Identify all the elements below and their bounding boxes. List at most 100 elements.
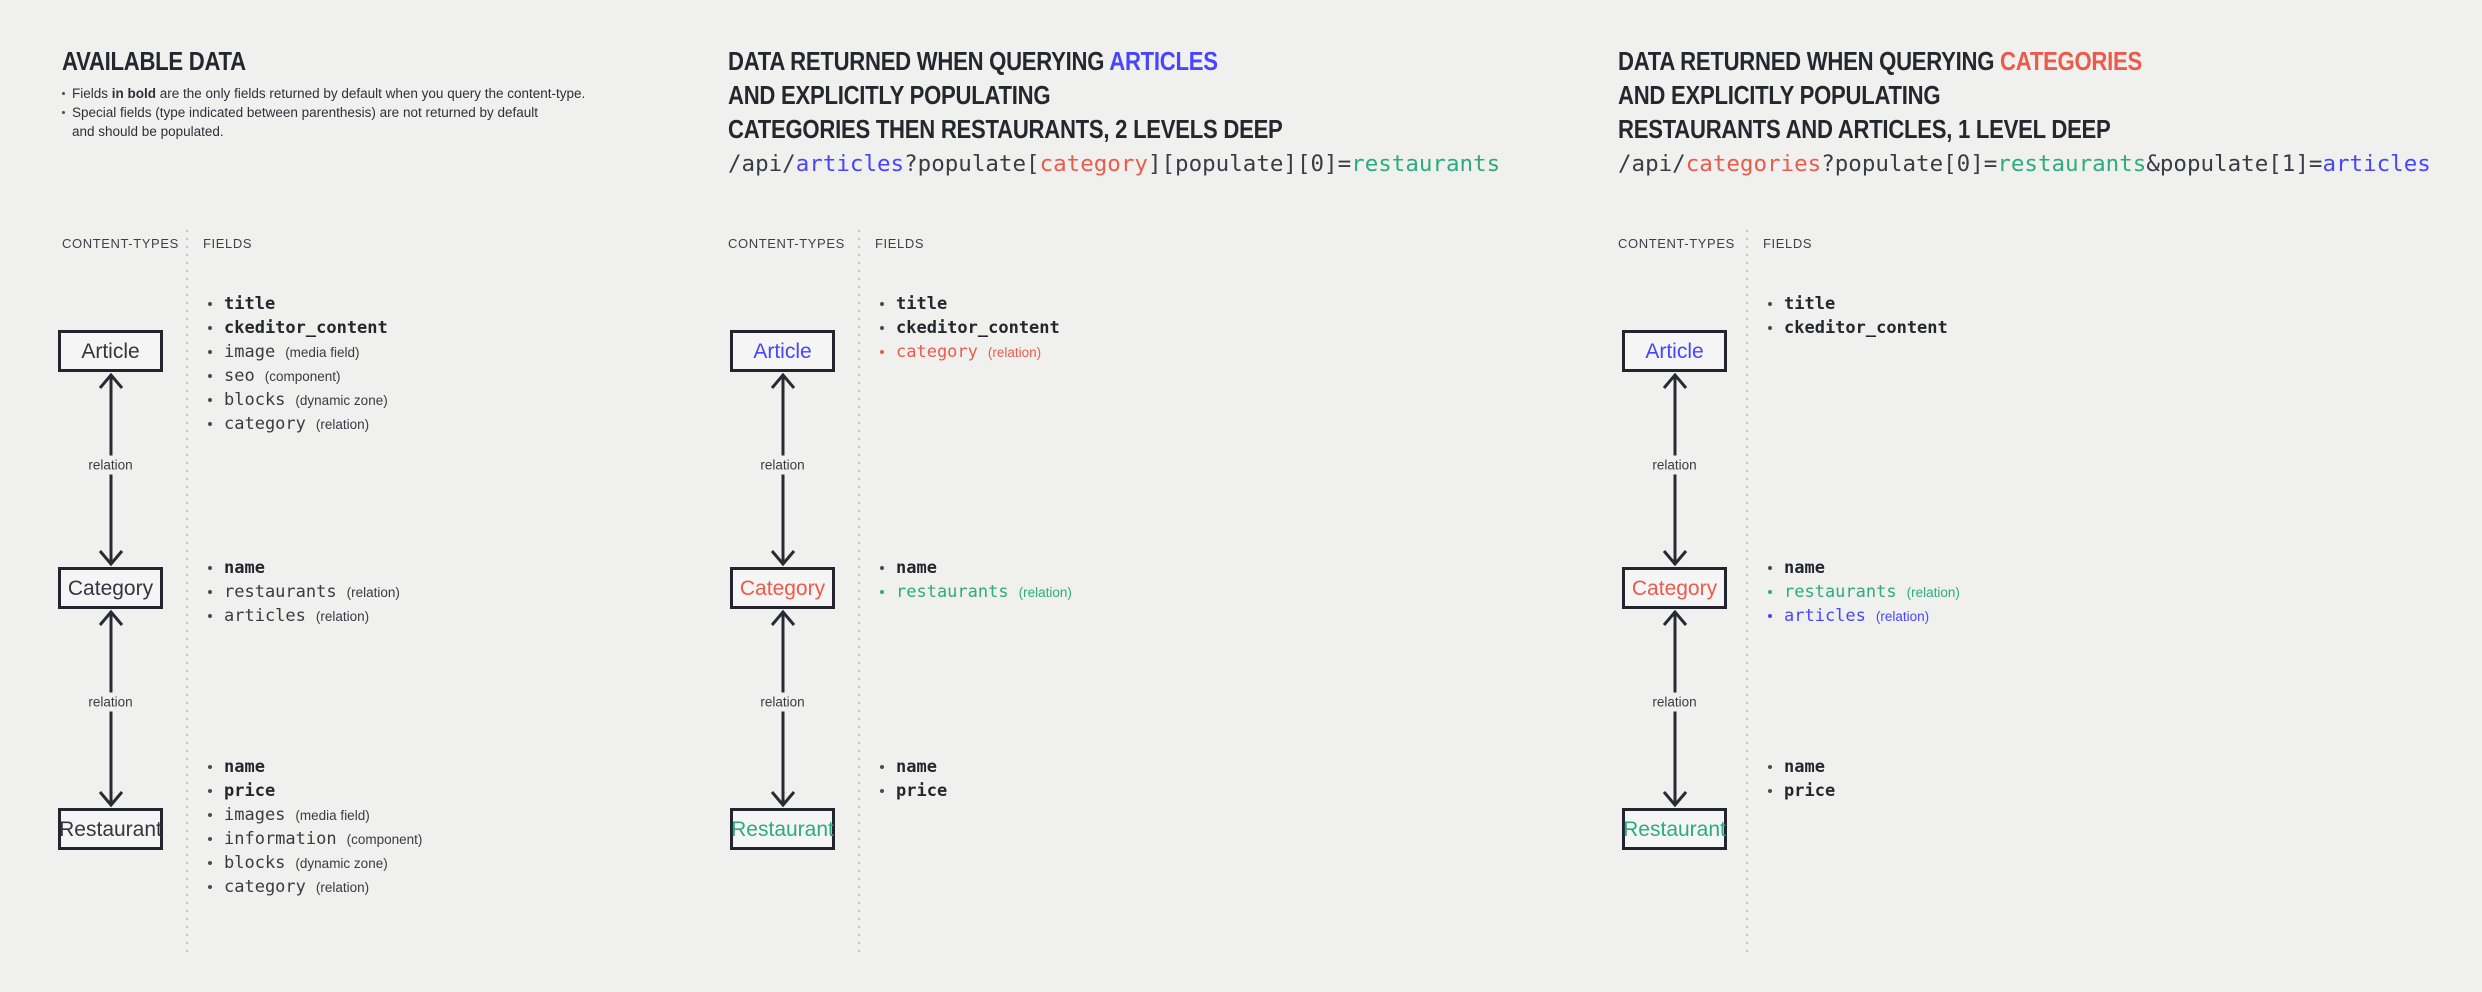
bullet-icon (1768, 302, 1772, 306)
panel-title-segment: CATEGORIES THEN RESTAURANTS, 2 LEVELS DE… (728, 114, 1283, 144)
api-url-segment: /api/ (1618, 151, 1686, 177)
panel-title-line: AND EXPLICITLY POPULATING (1618, 78, 1997, 112)
content-type-label: Article (753, 339, 812, 363)
content-type-box-category: Category (1622, 567, 1727, 609)
note-item: Fields in bold are the only fields retur… (62, 84, 585, 103)
panel-title-segment: AND EXPLICITLY POPULATING (1618, 80, 1941, 110)
field-name: ckeditor_content (224, 318, 388, 338)
field-name: images (224, 805, 286, 825)
field-item: name (880, 556, 937, 580)
field-name: blocks (224, 853, 286, 873)
bullet-icon (208, 302, 212, 306)
api-url-segment: articles (795, 151, 905, 177)
panel-title-text: AND EXPLICITLY POPULATING (728, 78, 1051, 112)
api-url-segment: restaurants (1351, 151, 1501, 177)
field-name: category (896, 342, 978, 362)
field-type: (relation) (1875, 608, 1930, 624)
content-type-label: Category (739, 576, 826, 600)
field-item: price (1768, 779, 1835, 803)
panel-title-segment: RESTAURANTS AND ARTICLES, 1 LEVEL DEEP (1618, 114, 2111, 144)
field-name: restaurants (1784, 582, 1897, 602)
bullet-icon (208, 614, 212, 618)
panel-title-text: DATA RETURNED WHEN QUERYING CATEGORIES (1618, 44, 2142, 78)
note-segment: are the only fields returned by default … (156, 86, 586, 101)
bullet-icon (880, 350, 884, 354)
content-type-box-article: Article (58, 330, 163, 372)
content-type-box-category: Category (58, 567, 163, 609)
field-name: articles (1784, 606, 1866, 626)
field-type: (relation) (1018, 584, 1072, 600)
note-item: and should be populated. (62, 122, 585, 141)
bullet-icon (1768, 566, 1772, 570)
bullet-icon (208, 813, 212, 817)
note-text: Fields in bold are the only fields retur… (72, 84, 585, 103)
field-item: blocks(dynamic zone) (208, 388, 388, 412)
field-item: name (1768, 556, 1825, 580)
bullet-icon (208, 566, 212, 570)
column-header-content-types: CONTENT-TYPES (62, 236, 179, 251)
field-name: information (224, 829, 337, 849)
field-item: name (880, 755, 937, 779)
field-item: category (relation) (880, 340, 1041, 364)
field-item: articles(relation) (208, 604, 369, 628)
column-header-fields: FIELDS (875, 236, 925, 251)
content-type-box-restaurant: Restaurant (1622, 808, 1727, 850)
field-item: blocks (dynamic zone) (208, 851, 388, 875)
field-name: seo (224, 366, 255, 386)
bullet-icon (880, 789, 884, 793)
field-name: articles (224, 606, 306, 626)
field-item: category(relation) (208, 875, 369, 899)
field-name: name (224, 757, 265, 777)
content-type-label: Category (1631, 576, 1718, 600)
api-url-segment: categories (1685, 151, 1822, 177)
field-item: ckeditor_content (1768, 316, 1948, 340)
content-type-label: Restaurant (59, 817, 162, 841)
content-type-box-article: Article (730, 330, 835, 372)
bullet-icon (880, 765, 884, 769)
panel-title-segment: DATA RETURNED WHEN QUERYING (1618, 46, 2001, 76)
content-type-label: Article (81, 339, 140, 363)
bullet-icon (62, 92, 65, 95)
column-header-fields: FIELDS (203, 236, 253, 251)
field-type: (media field) (285, 344, 360, 360)
bullet-icon (1768, 614, 1772, 618)
field-item: name (208, 556, 265, 580)
panel-title-line: DATA RETURNED WHEN QUERYING CATEGORIES (1618, 44, 2234, 78)
panel-title-text: RESTAURANTS AND ARTICLES, 1 LEVEL DEEP (1618, 112, 2111, 146)
field-name: price (896, 781, 948, 801)
api-url-segment: /api/ (728, 151, 796, 177)
content-type-box-category: Category (730, 567, 835, 609)
field-name: category (224, 414, 306, 434)
bullet-icon (208, 422, 212, 426)
bullet-icon (208, 861, 212, 865)
field-item: category(relation) (208, 412, 369, 436)
field-name: title (1784, 294, 1836, 314)
field-type: (dynamic zone) (295, 855, 388, 871)
api-url-segment: ?populate[ (904, 151, 1040, 177)
api-url-segment: restaurants (1997, 151, 2147, 177)
fields-column-divider (1746, 230, 1748, 958)
relation-label: relation (83, 455, 138, 475)
bullet-icon (62, 111, 65, 114)
panel-title-text: DATA RETURNED WHEN QUERYING ARTICLES (728, 44, 1218, 78)
field-item: seo(component) (208, 364, 341, 388)
bullet-icon (1768, 765, 1772, 769)
note-segment: in bold (111, 86, 157, 101)
bullet-icon (208, 326, 212, 330)
field-name: category (224, 877, 306, 897)
panel-title-text: AVAILABLE DATA (62, 44, 246, 78)
field-type: (relation) (987, 344, 1042, 360)
panel-title-text: AND EXPLICITLY POPULATING (1618, 78, 1941, 112)
note-segment: Fields (72, 86, 112, 101)
bullet-icon (208, 885, 212, 889)
field-item: price (880, 779, 947, 803)
field-item: ckeditor_content (880, 316, 1060, 340)
api-url-segment: &populate[1]= (2146, 151, 2323, 177)
field-item: ckeditor_content (208, 316, 388, 340)
panel-title-line: CATEGORIES THEN RESTAURANTS, 2 LEVELS DE… (728, 112, 1380, 146)
api-url-segment: category (1039, 151, 1148, 177)
field-item: information(component) (208, 827, 422, 851)
panel-title-line: DATA RETURNED WHEN QUERYING ARTICLES (728, 44, 1304, 78)
